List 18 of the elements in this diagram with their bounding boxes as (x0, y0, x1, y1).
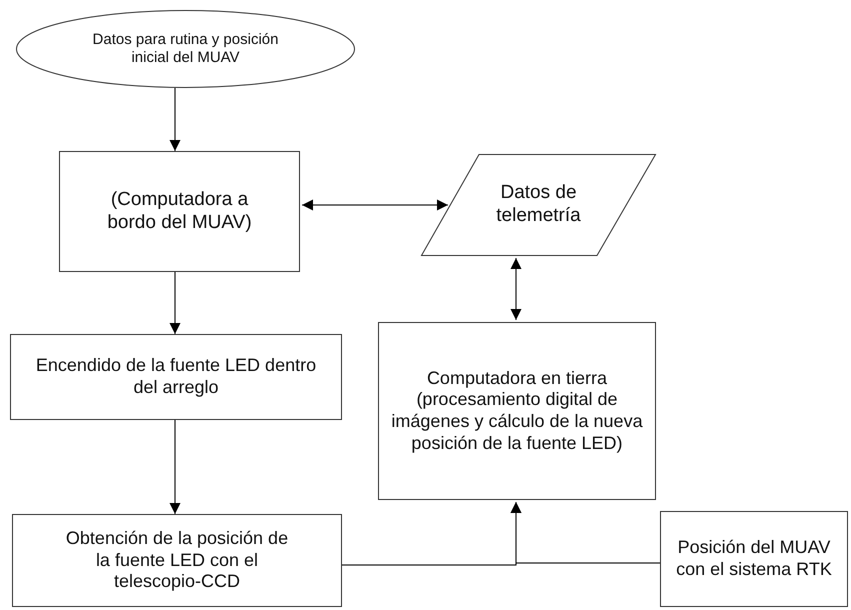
node-label: Computadora en tierra (procesamiento digital de imágenes y cálculo de la nueva posición de la fuente LED) (390, 368, 644, 454)
arrow (510, 502, 660, 564)
node-label: Datos para rutina y posición inicial del MUAV (92, 31, 280, 67)
arrow (170, 420, 180, 514)
arrow (170, 88, 180, 152)
process-box (59, 151, 300, 272)
node-label: (Computadora a bordo del MUAV) (106, 188, 253, 234)
arrow (302, 200, 448, 210)
node-label: Obtención de la posición de la fuente LED con el telescopio-CCD (64, 528, 290, 593)
arrow (510, 258, 522, 320)
node-label: Posición del MUAV con el sistema RTK (675, 537, 833, 581)
arrow (170, 272, 180, 334)
node-label: Datos de telemetría (495, 182, 582, 228)
process-box (10, 334, 342, 420)
process-box (378, 322, 656, 500)
process-box (12, 514, 342, 607)
node-label: Encendido de la fuente LED dentro del arreglo (34, 355, 318, 399)
process-box (660, 511, 848, 607)
